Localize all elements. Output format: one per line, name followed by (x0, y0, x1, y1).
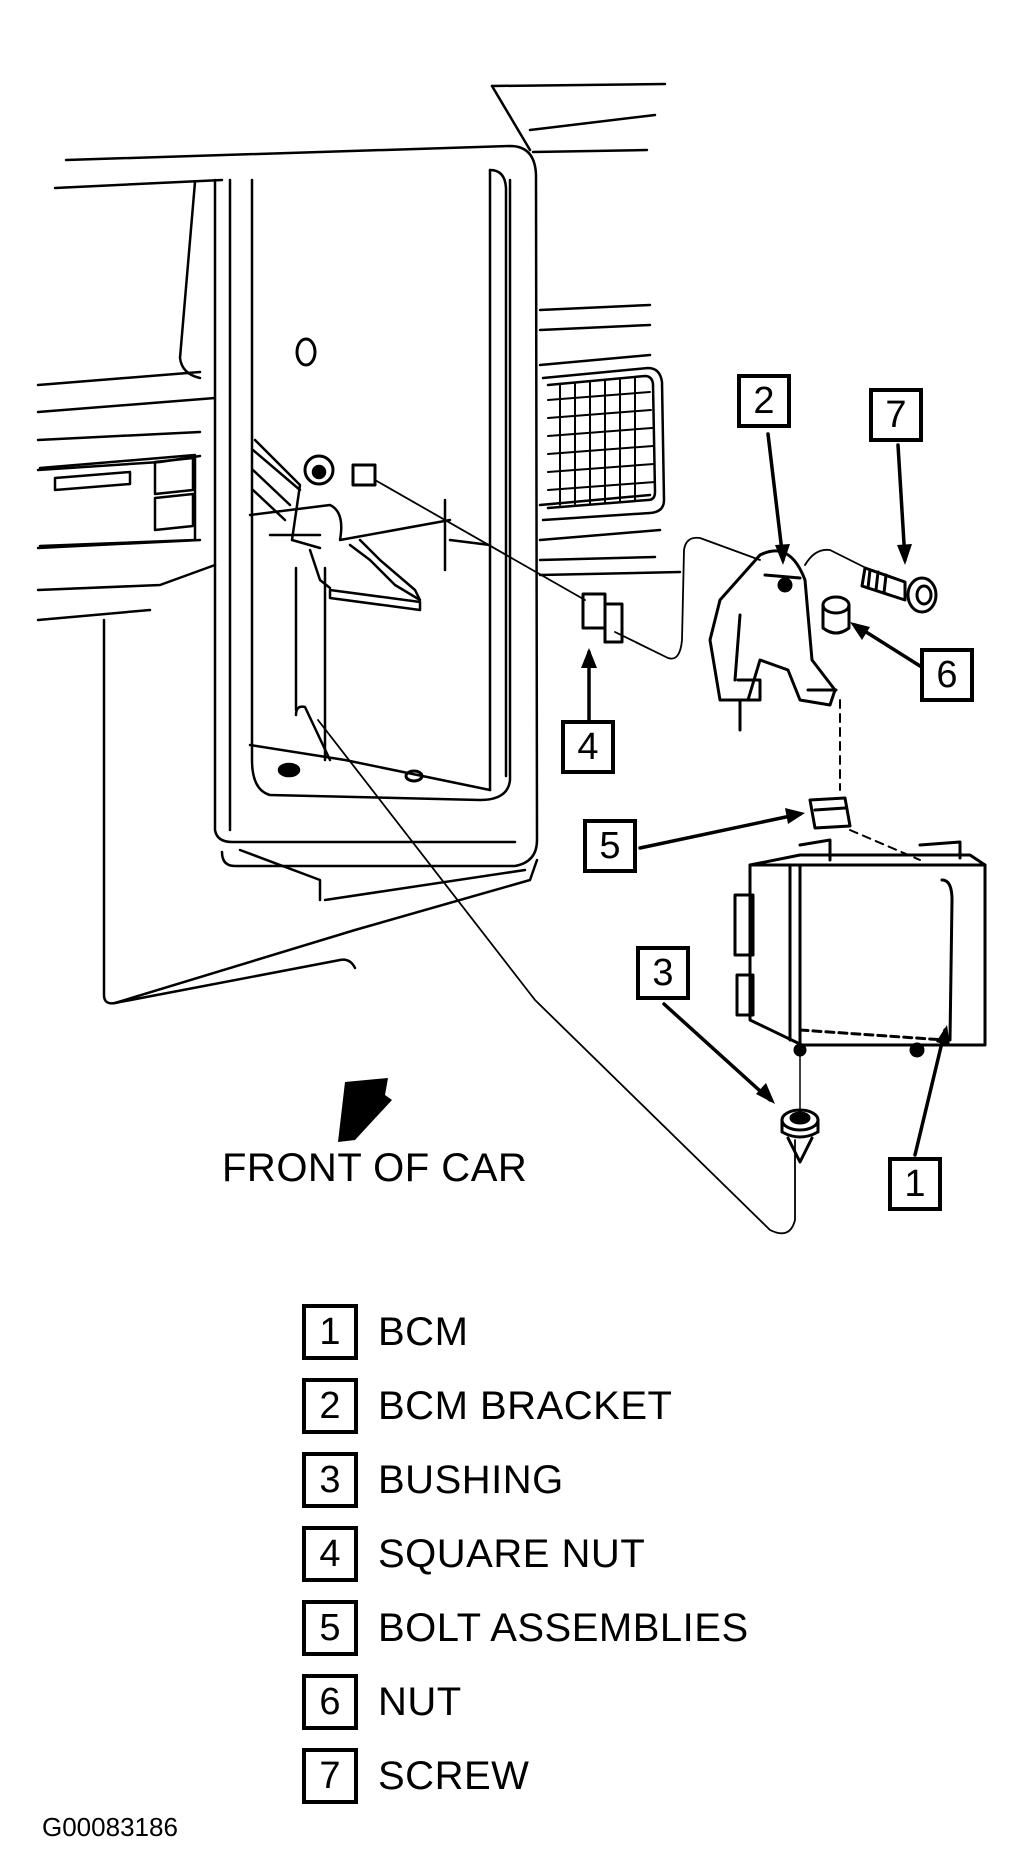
glovebox-hole-bottom-right (404, 769, 424, 783)
callout-2-arrow (766, 432, 785, 562)
nut-part (821, 595, 851, 635)
legend-number-box: 2 (302, 1378, 358, 1434)
callout-1-arrowhead (936, 1025, 950, 1046)
callout-number: 7 (885, 393, 907, 436)
legend-number-box: 7 (302, 1748, 358, 1804)
glovebox-to-bushing-leader (317, 719, 796, 1235)
legend-item: 1 BCM (302, 1295, 749, 1369)
legend-item: 4 SQUARE NUT (302, 1517, 749, 1591)
glovebox-hole-bottom-left (277, 762, 301, 778)
callout-arrows (587, 432, 947, 1157)
callout-box-5: 5 (583, 819, 637, 873)
legend-number-box: 3 (302, 1452, 358, 1508)
legend-item: 6 NUT (302, 1665, 749, 1739)
callout-box-3: 3 (636, 946, 690, 1000)
legend-number-box: 4 (302, 1526, 358, 1582)
screw-leader (804, 548, 871, 571)
callout-number: 6 (936, 653, 958, 696)
callout-1-arrow (913, 1028, 947, 1157)
dashboard-outline (36, 82, 682, 1005)
square-nut-leader (374, 479, 586, 601)
callout-box-7: 7 (869, 388, 923, 442)
callout-5-arrowhead (785, 808, 805, 824)
legend-label: SCREW (378, 1753, 530, 1798)
callout-3-arrow (662, 1002, 772, 1102)
glovebox-hole-top (295, 337, 317, 367)
callout-box-4: 4 (561, 720, 615, 774)
glovebox-fastener (303, 454, 335, 486)
callout-6-arrowhead (850, 622, 870, 640)
arrowheads (338, 544, 950, 1142)
callout-7-arrow (896, 443, 907, 562)
callout-number: 2 (753, 379, 775, 422)
glovebox-square-nut-slot (351, 463, 377, 487)
legend-label: SQUARE NUT (378, 1531, 646, 1576)
callout-box-2: 2 (737, 374, 791, 428)
legend-label: BOLT ASSEMBLIES (378, 1605, 749, 1650)
legend-label: BUSHING (378, 1457, 564, 1502)
vent-grille-grid (547, 377, 656, 506)
legend-number-box: 1 (302, 1304, 358, 1360)
callout-4-arrowhead (581, 648, 597, 668)
figure-id: G00083186 (42, 1812, 178, 1842)
screw-part (860, 566, 938, 614)
callout-box-6: 6 (920, 648, 974, 702)
callout-2-arrowhead (775, 544, 790, 565)
legend-label: NUT (378, 1679, 462, 1724)
bcm-bracket-part (708, 549, 838, 732)
glovebox-frame (213, 168, 517, 844)
callout-number: 3 (652, 951, 674, 994)
switch-panel (38, 453, 197, 548)
glovebox-fastener-center (311, 464, 327, 480)
legend-label: BCM (378, 1309, 469, 1354)
vent-grille (541, 366, 666, 522)
square-nut-to-bracket-leader (614, 536, 761, 660)
front-of-car-arrow-icon (338, 1078, 392, 1142)
bushing-part (780, 1054, 820, 1164)
callout-number: 5 (599, 824, 621, 867)
legend-number-box: 6 (302, 1674, 358, 1730)
callout-5-arrow (638, 812, 802, 850)
parts-legend: 1 BCM 2 BCM BRACKET 3 BUSHING 4 SQUARE NUT 5… (302, 1295, 749, 1813)
legend-label: BCM BRACKET (378, 1383, 673, 1428)
legend-number-box: 5 (302, 1600, 358, 1656)
callout-7-arrowhead (897, 544, 912, 565)
front-of-car-label: FRONT OF CAR (222, 1146, 528, 1190)
square-nut-part (581, 592, 624, 644)
bcm-module-part (733, 838, 987, 1058)
callout-3-arrowhead (756, 1083, 775, 1104)
callout-number: 4 (577, 725, 599, 768)
legend-item: 3 BUSHING (302, 1443, 749, 1517)
legend-item: 7 SCREW (302, 1739, 749, 1813)
legend-item: 2 BCM BRACKET (302, 1369, 749, 1443)
bolt-assemblies-part (808, 796, 852, 830)
legend-item: 5 BOLT ASSEMBLIES (302, 1591, 749, 1665)
callout-box-1: 1 (888, 1157, 942, 1211)
callout-number: 1 (904, 1162, 926, 1205)
